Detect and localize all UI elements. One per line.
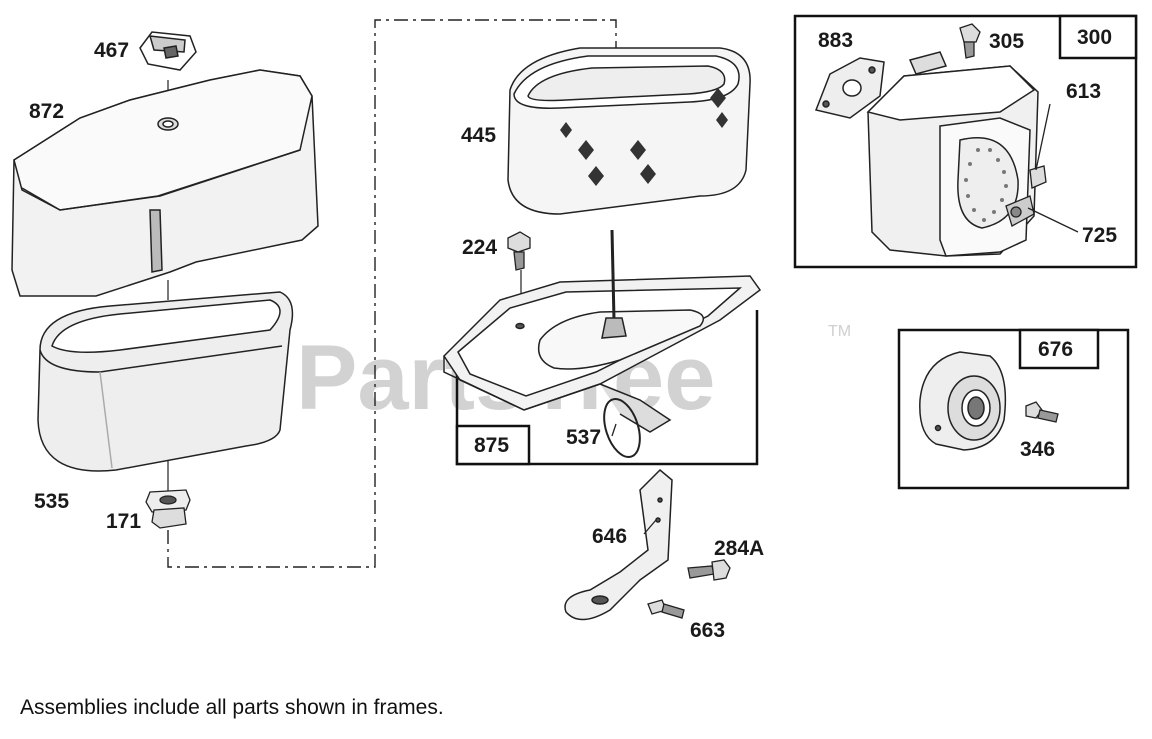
label-537: 537 (566, 426, 601, 449)
part-535-pre-cleaner[interactable] (37, 291, 294, 472)
part-muffler-body[interactable] (866, 51, 1039, 257)
footer-note: Assemblies include all parts shown in fr… (20, 696, 444, 719)
label-305: 305 (989, 30, 1024, 53)
label-284a: 284A (714, 537, 764, 560)
label-883: 883 (818, 29, 853, 52)
part-284a-screw[interactable] (687, 559, 731, 581)
label-346: 346 (1020, 438, 1055, 461)
part-875-air-cleaner-base[interactable] (443, 229, 762, 433)
frame-875-label: 875 (474, 434, 509, 457)
part-646-bracket[interactable] (564, 468, 673, 621)
label-613: 613 (1066, 80, 1101, 103)
connection-line (167, 19, 617, 568)
label-663: 663 (690, 619, 725, 642)
part-872-air-cleaner-cover[interactable] (11, 69, 319, 297)
label-646: 646 (592, 525, 627, 548)
part-883-muffler-gasket[interactable] (814, 57, 885, 119)
label-725: 725 (1082, 224, 1117, 247)
frame-300[interactable]: 300 (793, 14, 1138, 269)
label-445: 445 (461, 124, 496, 147)
leader-lines (611, 103, 1079, 535)
part-663-screw[interactable] (647, 599, 685, 619)
part-224-bolt[interactable] (507, 231, 531, 271)
part-537-gasket[interactable] (598, 395, 647, 462)
label-224: 224 (462, 236, 497, 259)
part-725-lock-plate[interactable] (1005, 195, 1035, 227)
part-171-grommet[interactable] (145, 489, 191, 529)
label-535: 535 (34, 490, 69, 513)
label-872: 872 (29, 100, 64, 123)
watermark-tm: TM (828, 323, 851, 340)
part-346-screw[interactable] (1025, 401, 1059, 423)
frame-676[interactable]: 676 (897, 328, 1130, 490)
part-305-screw[interactable] (959, 23, 981, 59)
frame-300-label: 300 (1077, 26, 1112, 49)
part-613-deflector-screw[interactable] (1029, 165, 1047, 189)
label-467: 467 (94, 39, 129, 62)
part-labels: 467 872 445 224 537 535 171 646 284A 663… (29, 29, 1117, 642)
part-676-adapter[interactable] (919, 351, 1007, 451)
part-445-air-filter[interactable] (507, 47, 751, 215)
part-467-grommet[interactable] (139, 31, 197, 71)
label-171: 171 (106, 510, 141, 533)
frame-676-label: 676 (1038, 338, 1073, 361)
frame-875[interactable]: 875 (455, 310, 759, 466)
